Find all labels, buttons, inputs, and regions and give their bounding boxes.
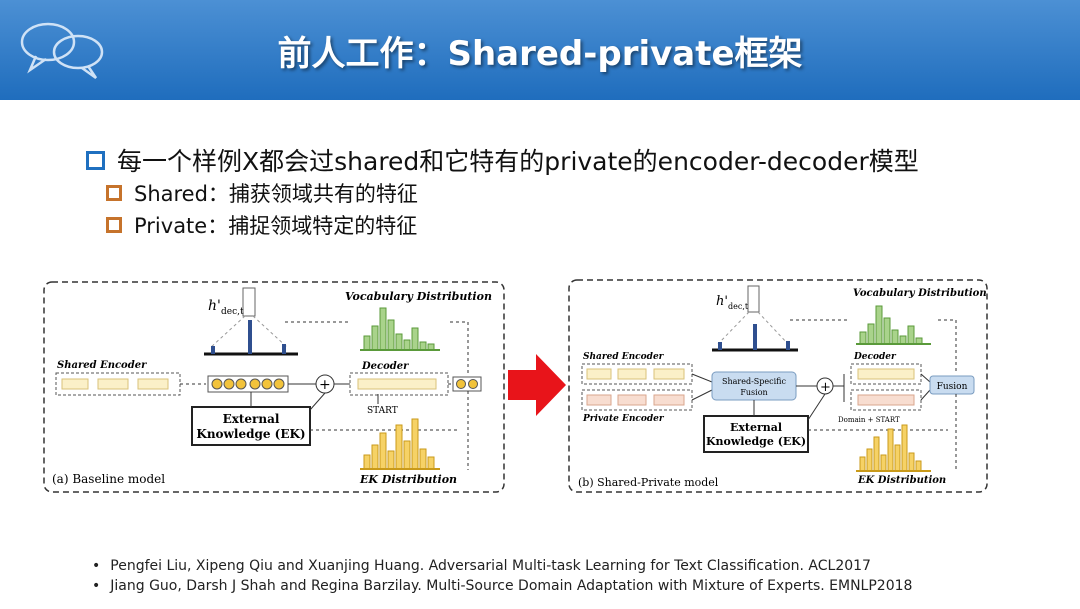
histogram-bar <box>411 418 419 470</box>
attention-bar <box>248 320 252 354</box>
histogram-bar <box>403 440 411 470</box>
h-dec-sub: dec,t <box>728 302 749 311</box>
ek-distribution-bars <box>859 424 922 472</box>
caption-shared-private: (b) Shared-Private model <box>578 476 719 489</box>
histogram-bar <box>387 319 395 351</box>
svg-text:+: + <box>319 377 331 393</box>
domain-start-label: Domain + START <box>838 416 900 424</box>
ek-dist-label: EK Distribution <box>857 475 946 486</box>
histogram-bar <box>419 448 427 470</box>
ek-box <box>703 415 809 453</box>
slide-title: 前人工作：Shared-private框架 <box>277 34 803 74</box>
histogram-bar <box>899 335 907 345</box>
histogram-bar <box>379 432 387 470</box>
histogram-bar <box>887 428 894 472</box>
bullet-main: 每一个样例X都会过shared和它特有的private的encoder-deco… <box>86 143 919 177</box>
bullet-private-text: Private：捕捉领域特定的特征 <box>134 214 418 238</box>
shared-private-model-diagram: h' dec,t Vocabulary Distribution Shared … <box>568 279 988 493</box>
start-label: START <box>367 406 398 416</box>
chat-bubbles-logo-icon <box>20 22 104 80</box>
histogram-bar <box>891 329 899 345</box>
caption-baseline: (a) Baseline model <box>52 472 165 486</box>
square-bullet-icon <box>106 185 122 201</box>
ek-distribution-bars <box>363 418 435 470</box>
h-dec-box <box>242 287 256 317</box>
header-bar: 前人工作：Shared-private框架 <box>0 0 1080 100</box>
private-encoder-label: Private Encoder <box>582 414 665 424</box>
shared-encoder-label: Shared Encoder <box>57 360 147 371</box>
h-dec-sub: dec,t <box>221 307 244 317</box>
bullet-main-text: 每一个样例X都会过shared和它特有的private的encoder-deco… <box>117 147 919 176</box>
histogram-bar <box>894 444 901 472</box>
histogram-bar <box>379 307 387 351</box>
bullet-shared-text: Shared：捕获领域共有的特征 <box>134 182 418 206</box>
vocab-dist-label: Vocabulary Distribution <box>853 288 987 299</box>
histogram-bar <box>387 450 395 470</box>
histogram-bar <box>427 456 435 470</box>
attention-bar <box>282 344 286 354</box>
square-bullet-icon <box>106 217 122 233</box>
red-arrow-icon <box>508 354 566 416</box>
histogram-bar <box>866 448 873 472</box>
fusion-label-1: Shared-Specific <box>722 377 786 386</box>
ek-label-1: External <box>730 421 782 434</box>
bullet-sub-shared: Shared：捕获领域共有的特征 <box>106 177 919 209</box>
fusion-label: Fusion <box>937 382 968 392</box>
square-bullet-icon <box>86 150 105 170</box>
histogram-bar <box>411 327 419 351</box>
encoder-states <box>207 375 289 393</box>
decoder-label: Decoder <box>853 352 897 362</box>
svg-text:+: + <box>820 380 831 395</box>
fusion-label-2: Fusion <box>740 388 767 397</box>
baseline-model-diagram: h' dec,t Vocabulary Distribution Shared … <box>43 281 505 493</box>
diagram-frame <box>568 279 988 493</box>
histogram-bar <box>880 454 887 472</box>
ek-label-2: Knowledge (EK) <box>706 435 806 448</box>
histogram-bar <box>371 325 379 351</box>
vocab-distribution-bars <box>859 305 923 345</box>
histogram-bar <box>371 444 379 470</box>
ek-label-1: External <box>223 412 280 426</box>
reference-item: Jiang Guo, Darsh J Shah and Regina Barzi… <box>92 576 912 596</box>
fusion-box <box>929 375 975 395</box>
ek-label-2: Knowledge (EK) <box>196 427 305 441</box>
vocab-dist-label: Vocabulary Distribution <box>345 290 492 303</box>
histogram-bar <box>915 460 922 472</box>
histogram-bar <box>875 305 883 345</box>
ek-dist-label: EK Distribution <box>359 473 457 486</box>
decoder-label: Decoder <box>361 361 409 372</box>
histogram-bar <box>395 333 403 351</box>
attention-bar <box>211 346 215 354</box>
vocab-distribution-bars <box>363 307 435 351</box>
histogram-bar <box>395 424 403 470</box>
bullet-sub-private: Private：捕捉领域特定的特征 <box>106 209 919 241</box>
histogram-bar <box>419 341 427 351</box>
histogram-bar <box>363 454 371 470</box>
histogram-bar <box>363 335 371 351</box>
diagram-frame <box>43 281 505 493</box>
histogram-bar <box>859 456 866 472</box>
histogram-bar <box>908 452 915 472</box>
histogram-bar <box>901 424 908 472</box>
histogram-bar <box>873 436 880 472</box>
bullet-list: 每一个样例X都会过shared和它特有的private的encoder-deco… <box>86 143 919 241</box>
h-dec-label: h' <box>208 298 221 314</box>
histogram-bar <box>867 323 875 345</box>
histogram-bar <box>403 339 411 351</box>
histogram-bar <box>859 331 867 345</box>
histogram-bar <box>907 325 915 345</box>
histogram-bar <box>883 317 891 345</box>
references: Pengfei Liu, Xipeng Qiu and Xuanjing Hua… <box>92 556 912 596</box>
shared-encoder-label: Shared Encoder <box>583 352 665 362</box>
reference-item: Pengfei Liu, Xipeng Qiu and Xuanjing Hua… <box>92 556 912 576</box>
h-dec-label: h' <box>716 294 728 309</box>
